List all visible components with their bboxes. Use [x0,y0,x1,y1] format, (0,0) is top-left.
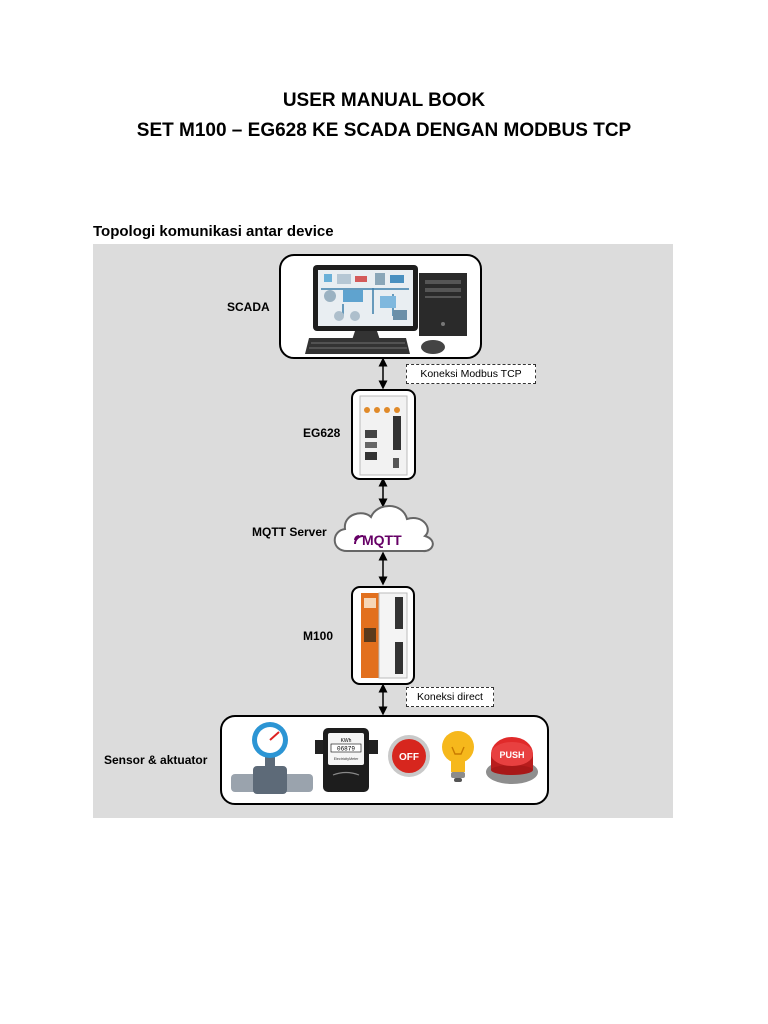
label-mqtt-server: MQTT Server [252,525,327,539]
diagram-graphics: MQTT [220,254,549,805]
push-button-icon: PUSH [486,737,538,784]
label-scada: SCADA [227,300,270,314]
kwh-meter-icon: KWh 06879 ElectricityMeter [315,728,378,792]
keyboard-icon [305,338,410,354]
pressure-gauge-icon [231,722,313,794]
topology-diagram: MQTT [93,244,673,818]
mqtt-cloud-icon: MQTT [333,505,434,553]
section-heading: Topologi komunikasi antar device [93,223,334,240]
label-m100: M100 [303,629,334,643]
title-line-2: SET M100 – EG628 KE SCADA DENGAN MODBUS … [136,120,632,141]
pc-tower-icon [419,273,467,336]
mqtt-logo-text: MQTT [362,532,402,548]
title-line-1: USER MANUAL BOOK [282,90,486,111]
kwh-unit-text: KWh [341,738,352,744]
mouse-icon [421,340,445,354]
note-modbus-tcp: Koneksi Modbus TCP [406,364,536,384]
off-button-icon: OFF [388,735,430,777]
label-sensor-aktuator: Sensor & aktuator [104,753,208,767]
push-button-text: PUSH [499,750,524,760]
monitor-icon [313,265,418,347]
eg628-device [351,389,416,480]
label-eg628: EG628 [303,426,341,440]
note-direct: Koneksi direct [406,687,494,707]
kwh-digits-text: 06879 [337,746,355,753]
scada-box [279,254,482,359]
light-bulb-icon [442,731,474,782]
m100-device [351,586,415,685]
sensor-aktuator-box: KWh 06879 ElectricityMeter OFF [220,715,549,805]
off-button-text: OFF [399,752,419,763]
kwh-caption-text: ElectricityMeter [334,757,359,761]
